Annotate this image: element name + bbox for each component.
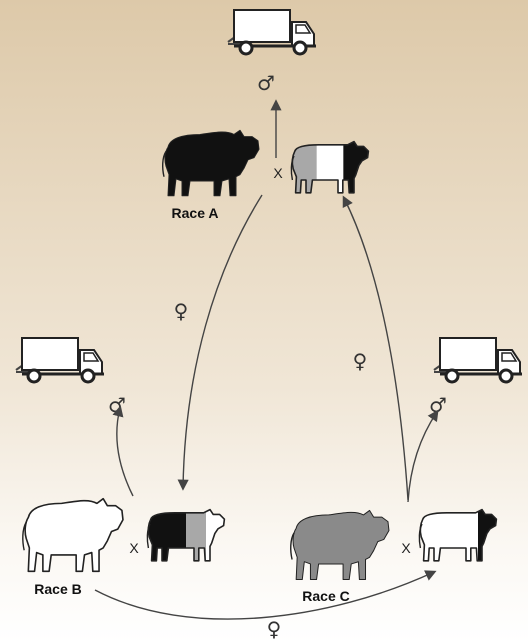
cross-symbol: X [401,540,411,556]
crossbred-cow [290,140,370,196]
male-symbol: ♂ [108,393,126,417]
breed-label-c: Race C [302,588,349,604]
female-symbol: ♀ [353,349,368,373]
bull-race-a [163,130,259,196]
cross-symbol: X [273,165,283,181]
arrow-to-market-b [117,408,133,496]
female-symbol: ♀ [174,299,189,323]
arrow-to-market-c [408,412,437,502]
breed-label-b: Race B [34,581,81,597]
truck-icon [16,338,104,382]
male-symbol: ♂ [257,71,275,95]
crossbred-cow [146,508,226,564]
arrow-a-to-b [183,195,262,488]
cross-symbol: X [129,540,139,556]
bull-race-b [23,499,123,572]
truck-icon [228,10,316,54]
breed-label-a: Race A [172,205,219,221]
truck-icon [434,338,522,382]
crossbred-cow [418,508,498,564]
female-symbol: ♀ [267,617,282,641]
male-symbol: ♂ [429,393,447,417]
bull-race-c [291,510,389,579]
arrow-b-to-c [95,572,434,619]
